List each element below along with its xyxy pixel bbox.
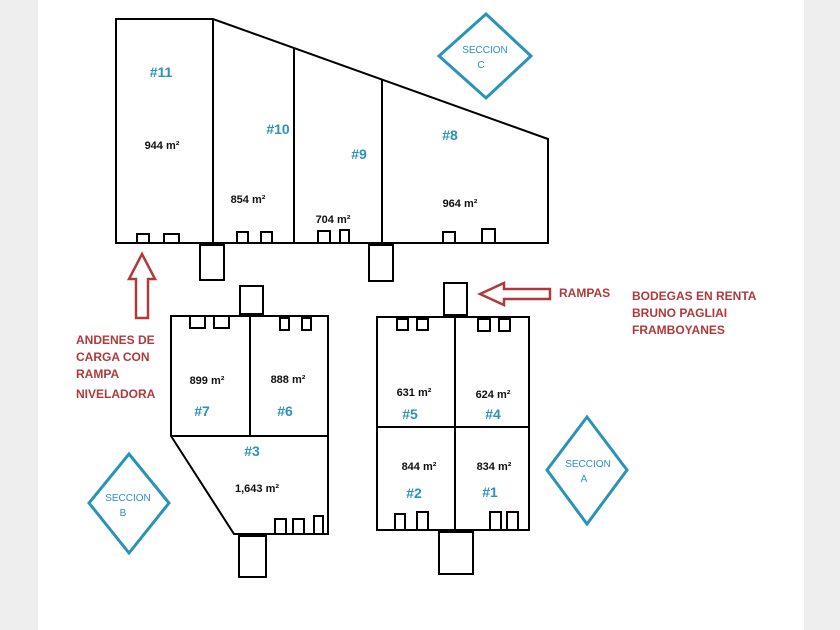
ramp bbox=[238, 535, 267, 578]
dock-door bbox=[136, 233, 150, 244]
section-c-letter: C bbox=[477, 60, 484, 71]
dock-door bbox=[301, 317, 312, 331]
unit-9-number: #9 bbox=[351, 146, 367, 162]
up-arrow-icon bbox=[126, 251, 158, 320]
dock-door bbox=[163, 233, 180, 244]
dock-door bbox=[477, 318, 491, 332]
unit-11-number: #11 bbox=[150, 64, 173, 80]
ramp bbox=[239, 285, 264, 315]
rampas-arrow bbox=[476, 281, 552, 307]
dock-door bbox=[317, 230, 331, 244]
unit-6-number: #6 bbox=[277, 403, 293, 419]
dock-door bbox=[442, 231, 456, 244]
dock-door bbox=[292, 518, 305, 535]
andenes-line-1: ANDENES DE bbox=[76, 333, 155, 347]
section-b-building: 899 m² #7 888 m² #6 #3 1,643 m² bbox=[170, 285, 329, 578]
unit-10-area: 854 m² bbox=[231, 194, 266, 206]
unit-9-area: 704 m² bbox=[316, 214, 351, 226]
dock-door bbox=[396, 318, 409, 331]
unit-4-area: 624 m² bbox=[476, 389, 511, 401]
dock-door bbox=[394, 513, 406, 531]
dock-door bbox=[236, 231, 249, 244]
unit-8-number: #8 bbox=[442, 127, 458, 143]
section-b-label: SECCION bbox=[105, 493, 151, 504]
section-a-marker: SECCION A bbox=[545, 414, 629, 527]
rampas-label: RAMPAS bbox=[559, 286, 610, 300]
section-c-label: SECCION bbox=[462, 45, 508, 56]
dock-arrow bbox=[126, 251, 158, 320]
andenes-line-4: NIVELADORA bbox=[76, 387, 156, 401]
unit-10-number: #10 bbox=[266, 121, 290, 137]
unit-7-number: #7 bbox=[194, 403, 210, 419]
andenes-line-2: CARGA CON bbox=[76, 350, 150, 364]
andenes-line-3: RAMPA bbox=[76, 367, 119, 381]
title-line-3: FRAMBOYANES bbox=[632, 323, 725, 337]
dock-door bbox=[481, 228, 496, 244]
dock-door bbox=[498, 318, 511, 332]
ramp bbox=[368, 244, 394, 282]
unit-2-number: #2 bbox=[406, 485, 422, 501]
dock-door bbox=[489, 511, 502, 531]
section-a-outline bbox=[376, 316, 530, 531]
unit-11-area: 944 m² bbox=[145, 140, 180, 152]
listing-title: BODEGAS EN RENTA BRUNO PAGLIAI FRAMBOYAN… bbox=[632, 289, 757, 337]
section-c-outline bbox=[115, 18, 549, 244]
unit-1-number: #1 bbox=[482, 484, 498, 500]
dock-door bbox=[260, 231, 273, 244]
dock-door bbox=[279, 317, 290, 331]
dock-door bbox=[506, 511, 519, 531]
dock-door bbox=[416, 318, 429, 331]
dock-door bbox=[339, 229, 350, 244]
section-c-marker: SECCION C bbox=[436, 11, 534, 101]
section-a-building: 631 m² #5 624 m² #4 844 m² #2 834 m² #1 bbox=[376, 282, 530, 575]
title-line-1: BODEGAS EN RENTA bbox=[632, 289, 757, 303]
dock-door bbox=[213, 315, 230, 329]
section-a-letter: A bbox=[581, 474, 588, 485]
unit-7-area: 899 m² bbox=[190, 375, 225, 387]
dock-door bbox=[416, 511, 429, 531]
ramp bbox=[438, 531, 474, 575]
unit-3-number: #3 bbox=[244, 443, 260, 459]
dock-door bbox=[189, 315, 206, 329]
andenes-note: ANDENES DE CARGA CON RAMPA NIVELADORA bbox=[76, 333, 156, 401]
unit-3-area: 1,643 m² bbox=[235, 483, 279, 495]
unit-6-area: 888 m² bbox=[271, 374, 306, 386]
unit-2-area: 844 m² bbox=[402, 461, 437, 473]
unit-1-area: 834 m² bbox=[477, 461, 512, 473]
section-b-marker: SECCION B bbox=[87, 451, 171, 556]
title-line-2: BRUNO PAGLIAI bbox=[632, 306, 727, 320]
ramp bbox=[199, 244, 225, 281]
left-arrow-icon bbox=[476, 281, 552, 307]
dock-door bbox=[274, 518, 287, 535]
section-b-letter: B bbox=[120, 508, 127, 519]
dock-door bbox=[313, 515, 324, 535]
unit-4-number: #4 bbox=[485, 406, 501, 422]
section-a-label: SECCION bbox=[565, 459, 611, 470]
unit-8-area: 964 m² bbox=[443, 198, 478, 210]
ramp bbox=[443, 282, 468, 316]
unit-5-number: #5 bbox=[402, 406, 418, 422]
section-c-building: #11 944 m² #10 854 m² #9 704 m² #8 964 m… bbox=[115, 18, 549, 282]
unit-5-area: 631 m² bbox=[397, 387, 432, 399]
